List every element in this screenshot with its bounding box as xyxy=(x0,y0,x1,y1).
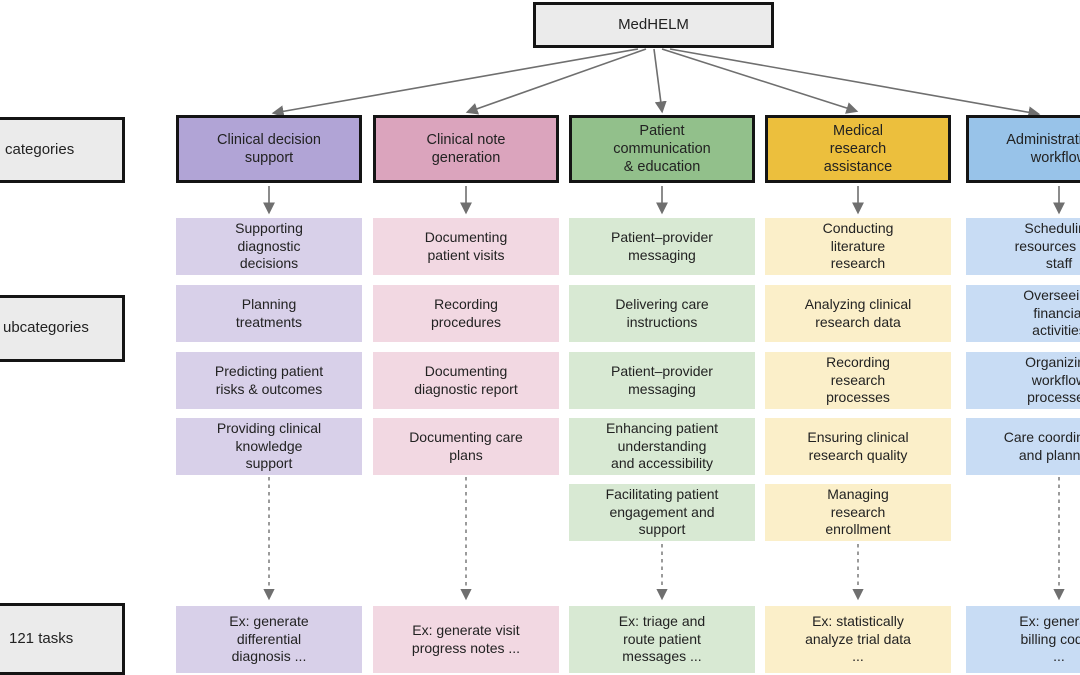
subcategory-box: Facilitating patient engagement and supp… xyxy=(569,484,755,541)
arrow-root-to-category-3 xyxy=(653,48,667,114)
subcategory-box: Analyzing clinical research data xyxy=(765,285,951,342)
subcategory-to-task-dashed-arrows xyxy=(263,477,1065,601)
side-label-categories: categories xyxy=(0,117,125,183)
subcategory-box: Ensuring clinical research quality xyxy=(765,418,951,475)
category-box: Patient communication & education xyxy=(569,115,755,183)
subcategory-box: Organizing workflow processes xyxy=(966,352,1080,409)
subcategory-box: Supporting diagnostic decisions xyxy=(176,218,362,275)
subcategory-box: Managing research enrollment xyxy=(765,484,951,541)
task-example-box: Ex: triage and route patient messages ..… xyxy=(569,606,755,673)
task-example-box: Ex: generate visit progress notes ... xyxy=(373,606,559,673)
category-box: Clinical decision support xyxy=(176,115,362,183)
category-to-subcategory-arrows xyxy=(263,186,1065,215)
category-box: Administration & workflow xyxy=(966,115,1080,183)
subcategory-box: Recording procedures xyxy=(373,285,559,342)
subcategory-box: Recording research processes xyxy=(765,352,951,409)
subcategory-box: Documenting care plans xyxy=(373,418,559,475)
subcategory-box: Overseeing financial activities xyxy=(966,285,1080,342)
arrow-root-to-category-2 xyxy=(465,48,647,115)
side-label-tasks: 121 tasks xyxy=(0,603,125,675)
category-box: Medical research assistance xyxy=(765,115,951,183)
subcategory-box: Patient–provider messaging xyxy=(569,218,755,275)
task-example-box: Ex: generate billing codes ... xyxy=(966,606,1080,673)
category-box: Clinical note generation xyxy=(373,115,559,183)
arrow-root-to-category-5 xyxy=(669,48,1041,119)
subcategory-box: Conducting literature research xyxy=(765,218,951,275)
root-fan-arrows xyxy=(271,48,1041,119)
subcategory-box: Enhancing patient understanding and acce… xyxy=(569,418,755,475)
subcategory-box: Documenting patient visits xyxy=(373,218,559,275)
side-label-subcategories: ubcategories xyxy=(0,295,125,362)
subcategory-box: Scheduling resources and staff xyxy=(966,218,1080,275)
subcategory-box: Providing clinical knowledge support xyxy=(176,418,362,475)
task-example-box: Ex: generate differential diagnosis ... xyxy=(176,606,362,673)
root-node-medhelm: MedHELM xyxy=(533,2,774,48)
subcategory-box: Planning treatments xyxy=(176,285,362,342)
arrow-root-to-category-1 xyxy=(271,48,639,118)
task-example-box: Ex: statistically analyze trial data ... xyxy=(765,606,951,673)
subcategory-box: Patient–provider messaging xyxy=(569,352,755,409)
subcategory-box: Documenting diagnostic report xyxy=(373,352,559,409)
arrow-root-to-category-4 xyxy=(661,48,859,114)
subcategory-box: Care coordination and planning xyxy=(966,418,1080,475)
subcategory-box: Delivering care instructions xyxy=(569,285,755,342)
subcategory-box: Predicting patient risks & outcomes xyxy=(176,352,362,409)
